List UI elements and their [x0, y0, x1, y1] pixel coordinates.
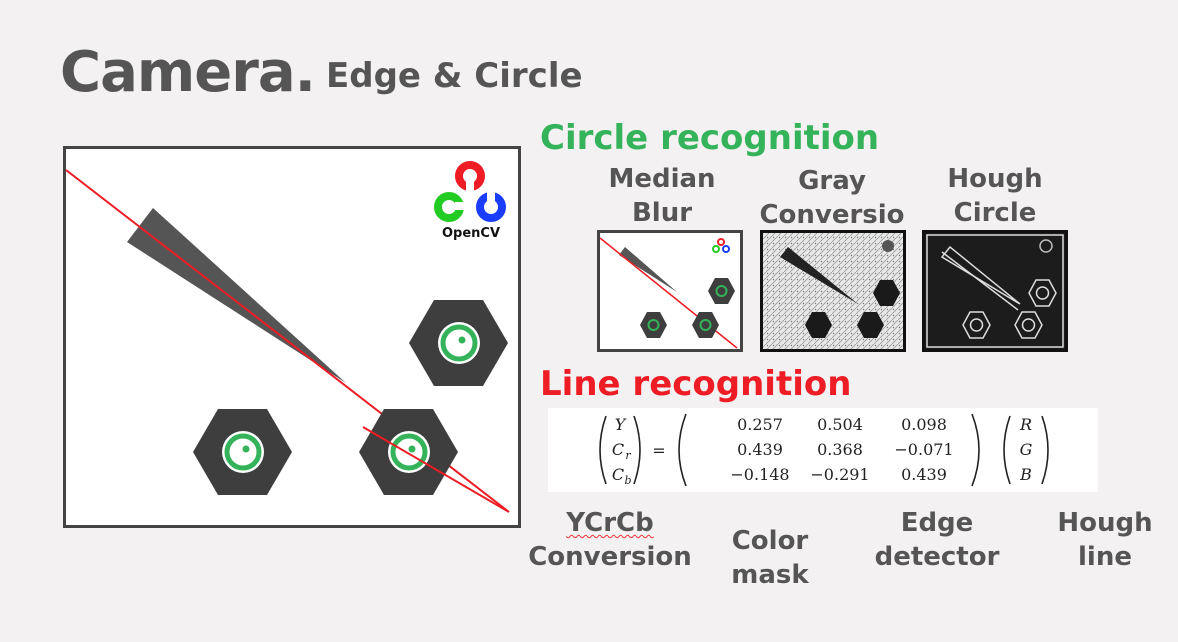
- equals-sign: =: [652, 441, 665, 460]
- opencv-logo-text: OpenCV: [441, 226, 501, 241]
- svg-text:0.504: 0.504: [817, 415, 863, 434]
- svg-text:−0.291: −0.291: [810, 465, 869, 484]
- step-color-mask: Color mask: [731, 526, 809, 590]
- svg-text:0.439: 0.439: [737, 440, 783, 459]
- svg-text:r: r: [625, 449, 631, 462]
- svg-text:0.368: 0.368: [817, 440, 863, 459]
- lhs-cr: C: [612, 440, 624, 459]
- step-ycrcb-conversion: YCrCb Conversion: [528, 508, 692, 572]
- step-median-blur: Median Blur: [608, 164, 716, 228]
- page-subtitle: Edge & Circle: [326, 56, 583, 96]
- hex-nut: [409, 300, 508, 386]
- page-title: Camera.: [60, 40, 316, 105]
- svg-text:b: b: [624, 474, 631, 487]
- wedge-shape: [127, 208, 346, 383]
- svg-text:−0.148: −0.148: [730, 465, 789, 484]
- svg-text:G: G: [1020, 440, 1033, 459]
- opencv-logo-icon: [434, 161, 506, 222]
- lhs-cb: C: [612, 465, 624, 484]
- step-edge-detector: Edge detector: [874, 508, 1000, 572]
- svg-text:0.439: 0.439: [901, 465, 947, 484]
- ycrcb-matrix-equation: Y C r C b = 0.257 0.504 0.098 0.439 0.36…: [548, 408, 1098, 492]
- step-hough-circle: Hough Circle: [947, 164, 1043, 228]
- median-blur-thumbnail: [597, 230, 743, 352]
- camera-view: [63, 146, 521, 528]
- hough-circle-thumbnail: [922, 230, 1068, 352]
- svg-text:R: R: [1019, 415, 1032, 434]
- lhs-y: Y: [615, 415, 627, 434]
- svg-text:−0.071: −0.071: [894, 440, 953, 459]
- circle-recognition-title: Circle recognition: [540, 118, 880, 158]
- svg-text:B: B: [1019, 465, 1032, 484]
- hex-nut: [193, 409, 292, 495]
- step-hough-line: Hough line: [1057, 508, 1153, 572]
- step-gray-conversion: Gray Conversio: [759, 166, 905, 230]
- gray-conversion-thumbnail: [760, 230, 906, 352]
- hex-nut: [359, 409, 458, 495]
- line-recognition-title: Line recognition: [540, 364, 852, 404]
- svg-text:0.098: 0.098: [901, 415, 947, 434]
- svg-text:0.257: 0.257: [737, 415, 783, 434]
